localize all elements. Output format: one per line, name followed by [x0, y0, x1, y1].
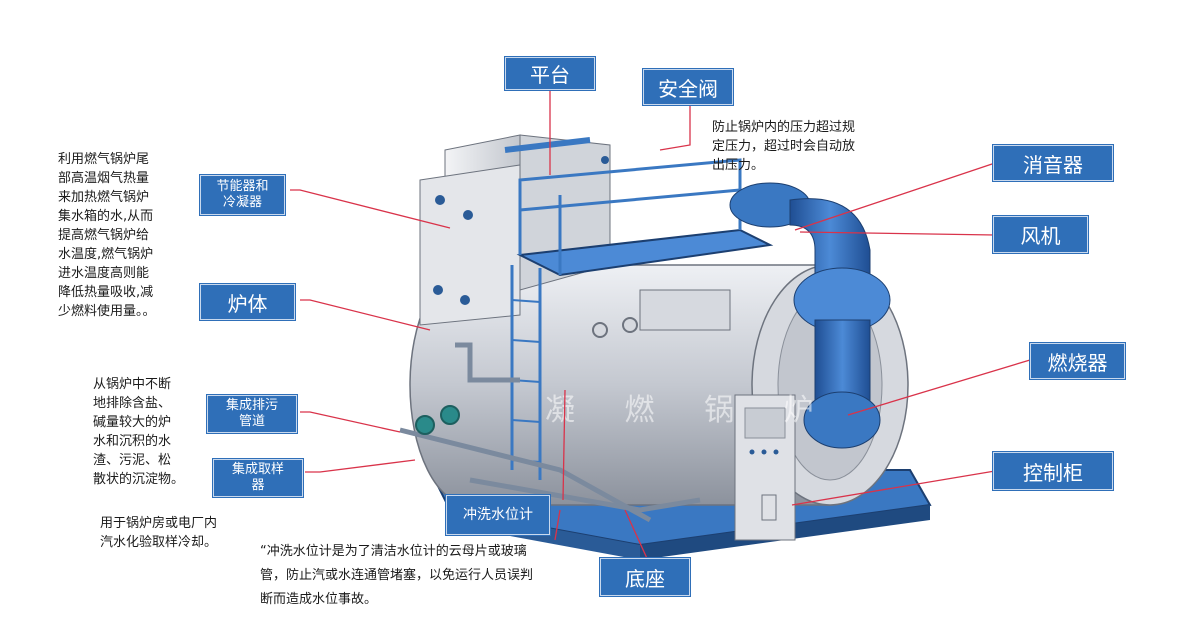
safety-valve-label: 安全阀	[643, 69, 733, 105]
economizer-tank	[419, 134, 611, 326]
sampler-label: 集成取样 器	[213, 459, 303, 497]
muffler-label: 消音器	[993, 145, 1113, 181]
control-cabinet-label: 控制柜	[993, 452, 1113, 490]
burner-label: 燃烧器	[1030, 343, 1125, 379]
blowdown-label: 集成排污 管道	[207, 395, 297, 433]
blowdown-note: 从锅炉中不断 地排除含盐、 碱量较大的炉 水和沉积的水 渣、污泥、松 散状的沉淀…	[93, 377, 185, 487]
safety-valve-note: 防止锅炉内的压力超过规 定压力，超过时会自动放 出压力。	[712, 120, 856, 173]
economizer-note: 利用燃气锅炉尾 部高温烟气热量 来加热燃气锅炉 集水箱的水,从而 提高燃气锅炉给…	[58, 152, 156, 319]
leader-lines	[290, 90, 1031, 566]
flush-note: “冲洗水位计是为了清洁水位计的云母片或玻璃 管，防止汽或水连通管堵塞，以免运行人…	[260, 544, 534, 607]
sampler-note: 用于锅炉房或电厂内 汽水化验取样冷却。	[100, 516, 218, 550]
fan-label: 风机	[993, 216, 1088, 253]
pipes-valves	[399, 317, 701, 523]
control-cabinet	[734, 394, 796, 541]
fan-burner-assembly	[639, 182, 891, 449]
base-label: 底座	[600, 558, 690, 596]
watermark-text: 凝 燃 锅 炉	[545, 393, 834, 428]
flush-gauge-label: 冲洗水位计	[446, 495, 550, 535]
economizer-label: 节能器和 冷凝器	[200, 175, 285, 215]
furnace-body-label: 炉体	[200, 284, 295, 320]
platform-label: 平台	[505, 57, 595, 90]
